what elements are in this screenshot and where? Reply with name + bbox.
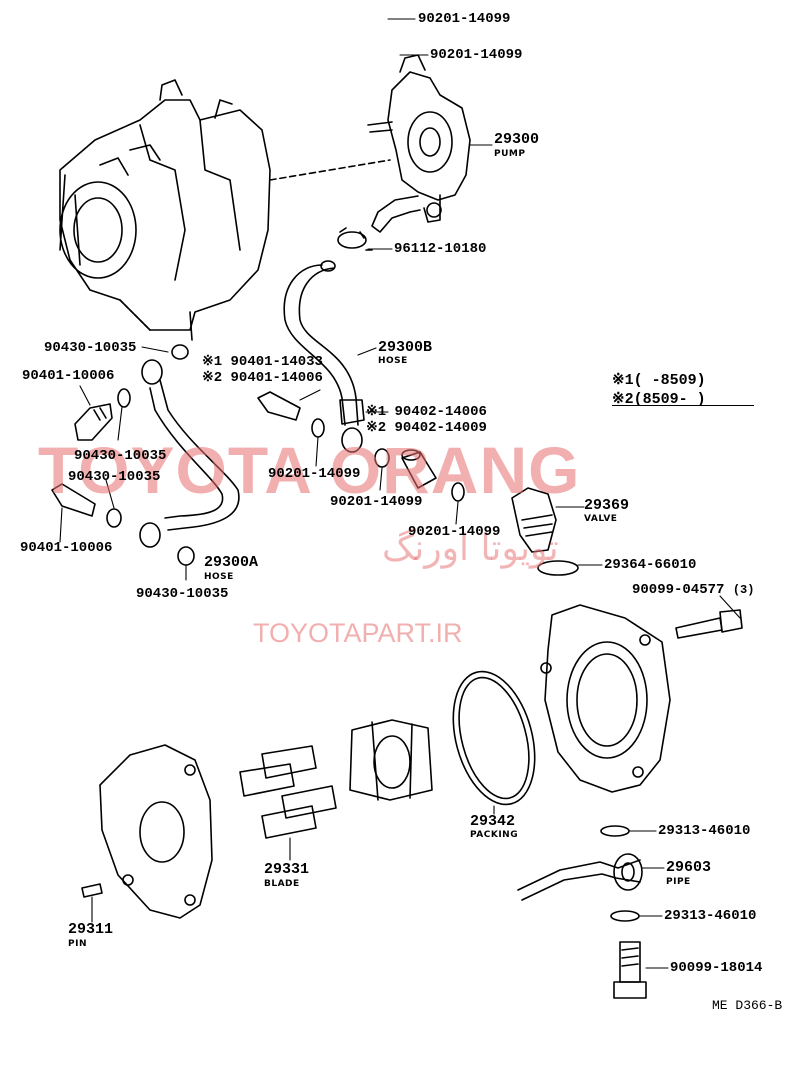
label-union-bolt-pipe: 90099-18014	[670, 960, 763, 976]
label-bolt-variant-2: ※2 90401-14006	[202, 370, 323, 386]
label-pipe-washer-1: 29313-46010	[658, 823, 751, 839]
watermark-brand-fa: تویوتا اورنگ	[382, 528, 559, 569]
label-packing-number: 29342	[470, 813, 516, 830]
pump-housing-drawing	[540, 604, 671, 793]
label-packing-caption: PACKING	[470, 830, 519, 840]
label-hose-a-number: 29300A	[204, 554, 259, 571]
pipe-drawing	[517, 825, 647, 999]
label-valve-caption: VALVE	[584, 514, 618, 524]
label-gasket-left-top: 90430-10035	[44, 340, 137, 356]
union-and-valve-drawing	[401, 449, 579, 576]
label-pipe-number: 29603	[666, 859, 712, 876]
vacuum-hose-b-drawing	[283, 260, 365, 453]
label-bolt-variant-1: ※1 90401-14033	[202, 354, 323, 370]
cover-bolt-drawing	[675, 609, 743, 639]
legend-line-1: ※1( -8509)	[612, 372, 706, 389]
label-valve-number: 29369	[584, 497, 630, 514]
watermark-brand: TOYOTA ORANG	[38, 433, 581, 507]
figure-code: ME D366-B	[712, 998, 783, 1013]
left-fittings-drawing	[51, 344, 465, 566]
hose-clamp-drawing	[337, 227, 373, 251]
label-washer-top-2: 90201-14099	[430, 47, 523, 63]
packing-ring-drawing	[452, 670, 536, 806]
label-pump-number: 29300	[494, 131, 540, 148]
label-valve-gasket: 29364-66010	[604, 557, 697, 573]
label-gasket-left-mid: 90430-10035	[74, 448, 167, 464]
label-union-bolt-left-1: 90401-10006	[22, 368, 115, 384]
label-washer-mid-2: 90201-14099	[330, 494, 423, 510]
label-hose-clamp: 96112-10180	[394, 241, 487, 257]
label-union-variant-1: ※1 90402-14006	[366, 404, 487, 420]
label-gasket-left-mid-2: 90430-10035	[68, 469, 161, 485]
label-washer-mid-3: 90201-14099	[408, 524, 501, 540]
label-hose-b-number: 29300B	[378, 339, 433, 356]
label-gasket-left-bottom: 90430-10035	[136, 586, 229, 602]
label-washer-mid-1: 90201-14099	[268, 466, 361, 482]
label-blade-caption: BLADE	[264, 879, 300, 889]
label-pin-number: 29311	[68, 921, 114, 938]
end-plate-drawing	[99, 744, 213, 919]
legend-line-2: ※2(8509- )	[612, 391, 706, 408]
label-pump-caption: PUMP	[494, 149, 526, 159]
engine-unit-outline	[59, 79, 391, 341]
label-hose-b-caption: HOSE	[378, 356, 408, 366]
rotor-drawing	[349, 719, 433, 801]
pin-drawing	[81, 883, 103, 898]
vacuum-pump-drawing	[367, 54, 471, 233]
label-blade-number: 29331	[264, 861, 310, 878]
label-pipe-caption: PIPE	[666, 877, 691, 887]
label-union-bolt-left-2: 90401-10006	[20, 540, 113, 556]
vacuum-hose-a-drawing	[139, 359, 240, 548]
leader-lines	[59, 18, 741, 969]
label-hose-a-caption: HOSE	[204, 572, 234, 582]
label-pipe-washer-2: 29313-46010	[664, 908, 757, 924]
label-cover-bolt: 90099-04577 (3)	[632, 582, 755, 598]
blades-drawing	[239, 745, 337, 839]
label-washer-top-1: 90201-14099	[418, 11, 511, 27]
legend-underline	[612, 405, 754, 406]
label-pin-caption: PIN	[68, 939, 87, 949]
watermark-site: TOYOTAPART.IR	[253, 618, 463, 648]
label-union-variant-2: ※2 90402-14009	[366, 420, 487, 436]
